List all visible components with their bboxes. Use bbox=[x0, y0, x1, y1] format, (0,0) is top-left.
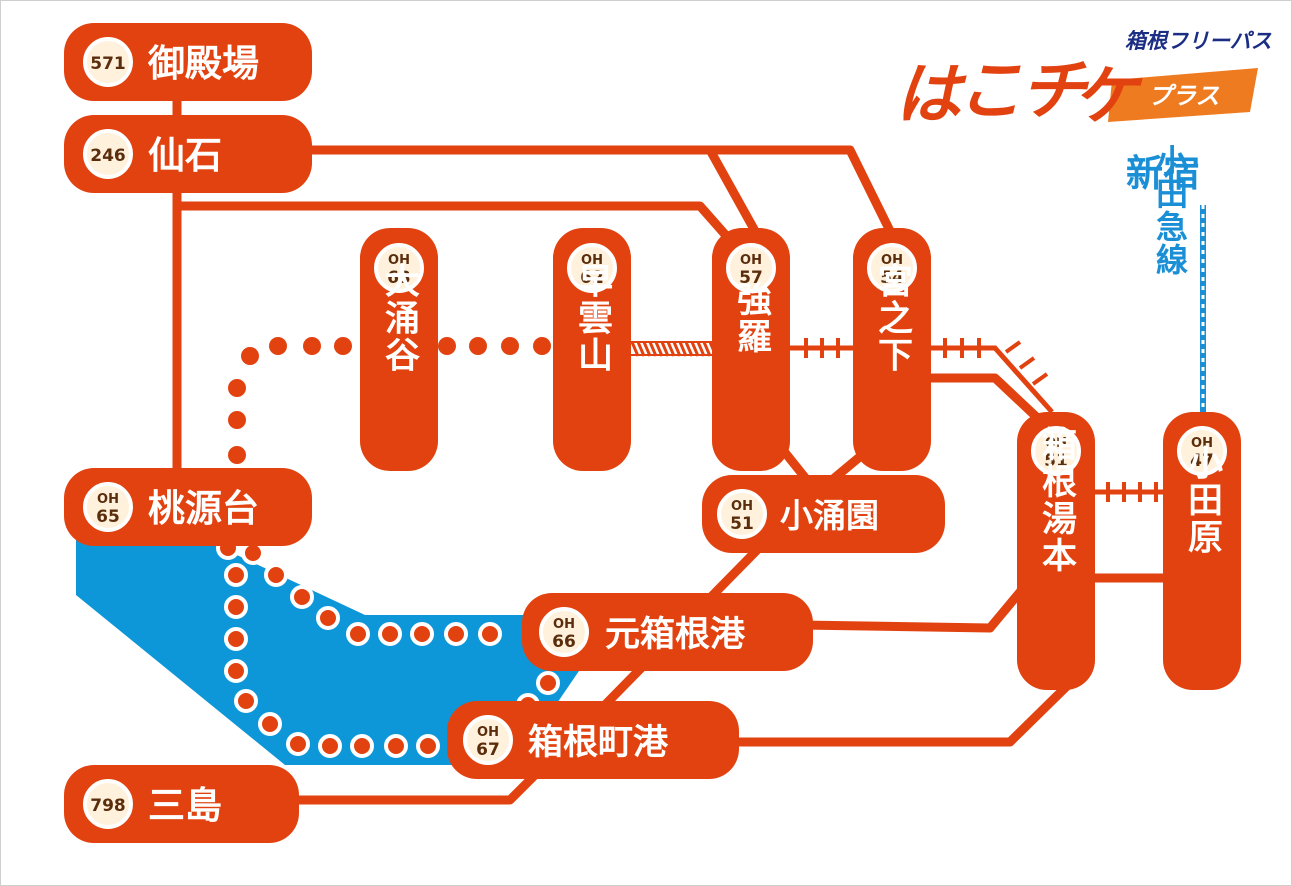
logo-char-4: ケ bbox=[1073, 60, 1143, 134]
station-code-prefix: OH bbox=[477, 725, 499, 740]
odakyu-line-label: 小田急線 bbox=[1151, 144, 1189, 276]
station-name: 宮之下 bbox=[872, 262, 913, 373]
station-name: 小涌園 bbox=[780, 496, 879, 535]
logo-plus: プラス bbox=[1148, 82, 1220, 110]
station-code: 246 bbox=[90, 146, 126, 166]
route-hakonemachi-yumoto bbox=[715, 680, 1073, 747]
station-sengoku[interactable]: 246 仙石 bbox=[64, 115, 312, 193]
station-hakonemachi[interactable]: OH 67 箱根町港 bbox=[447, 701, 739, 779]
station-sounzan[interactable]: OH 62 早雲山 bbox=[553, 228, 631, 471]
station-code-prefix: OH bbox=[740, 253, 762, 268]
route-motohakone-yumoto bbox=[795, 575, 1035, 633]
station-name: 強羅 bbox=[731, 281, 772, 355]
station-code-number: 62 bbox=[580, 268, 604, 288]
station-code-number: 51 bbox=[1044, 451, 1068, 471]
station-code-prefix: OH bbox=[581, 253, 603, 268]
station-miyanoshita[interactable]: OH 54 宮之下 bbox=[853, 228, 931, 471]
station-name: 小田原 bbox=[1182, 444, 1223, 555]
station-code-number: 54 bbox=[880, 268, 904, 288]
logo-char-2: こ bbox=[957, 52, 1023, 129]
station-motohakone[interactable]: OH 66 元箱根港 bbox=[522, 593, 813, 671]
station-gotemba[interactable]: 571 御殿場 bbox=[64, 23, 312, 101]
route-sengoku-gora bbox=[295, 145, 765, 245]
station-name: 早雲山 bbox=[572, 263, 612, 374]
station-code: 571 bbox=[90, 54, 126, 74]
station-owakudani[interactable]: OH 63 大涌谷 bbox=[360, 228, 438, 471]
ropeway-dots bbox=[228, 337, 551, 464]
station-code-prefix: OH bbox=[731, 499, 753, 514]
tozan-railway bbox=[790, 338, 1170, 502]
station-code-number: 67 bbox=[476, 740, 500, 760]
station-code-number: 57 bbox=[739, 268, 763, 288]
odakyu-line-label-group: 小田急線 bbox=[1150, 144, 1192, 365]
station-code-number: 65 bbox=[96, 507, 120, 527]
station-odawara[interactable]: OH 47 小田原 bbox=[1163, 412, 1241, 690]
station-code-number: 66 bbox=[552, 632, 576, 652]
route-sengoku-gora-2 bbox=[172, 201, 735, 245]
station-code-number: 47 bbox=[1190, 451, 1214, 471]
station-code-prefix: OH bbox=[1045, 436, 1067, 451]
station-name: 御殿場 bbox=[147, 42, 259, 85]
station-mishima[interactable]: 798 三島 bbox=[64, 765, 299, 843]
station-code-prefix: OH bbox=[553, 617, 575, 632]
station-code-number: 63 bbox=[387, 268, 411, 288]
station-code-prefix: OH bbox=[97, 492, 119, 507]
station-code-prefix: OH bbox=[881, 253, 903, 268]
logo-char-3: チ bbox=[1020, 52, 1090, 129]
station-gora[interactable]: OH 57 強羅 bbox=[712, 228, 790, 471]
station-code-prefix: OH bbox=[1191, 436, 1213, 451]
route-miyanoshita-yumoto bbox=[915, 373, 1050, 430]
station-name: 大涌谷 bbox=[379, 262, 420, 373]
station-kowakien[interactable]: OH 51 小涌園 bbox=[702, 475, 945, 553]
station-name: 元箱根港 bbox=[605, 615, 746, 655]
station-code-number: 51 bbox=[730, 514, 754, 534]
station-code-prefix: OH bbox=[388, 253, 410, 268]
logo-subtitle: 箱根フリーパス bbox=[1125, 29, 1272, 53]
station-name: 箱根湯本 bbox=[1036, 426, 1077, 574]
hakochike-plus-logo: 箱根フリーパス は こ チ ケ プラス bbox=[895, 29, 1272, 134]
station-hakone-yumoto[interactable]: OH 51 箱根湯本 bbox=[1017, 412, 1095, 690]
route-sengoku-miyanoshita bbox=[295, 145, 897, 240]
cable-car bbox=[630, 340, 720, 357]
station-name: 桃源台 bbox=[148, 487, 259, 530]
station-code: 798 bbox=[90, 796, 126, 816]
station-name: 三島 bbox=[148, 784, 222, 827]
station-name: 仙石 bbox=[148, 134, 222, 177]
station-togendai[interactable]: OH 65 桃源台 bbox=[64, 468, 312, 546]
odakyu-terminal-shinjuku: 新宿 bbox=[1126, 152, 1200, 195]
logo-char-1: は bbox=[895, 56, 967, 133]
station-name: 箱根町港 bbox=[528, 723, 669, 763]
